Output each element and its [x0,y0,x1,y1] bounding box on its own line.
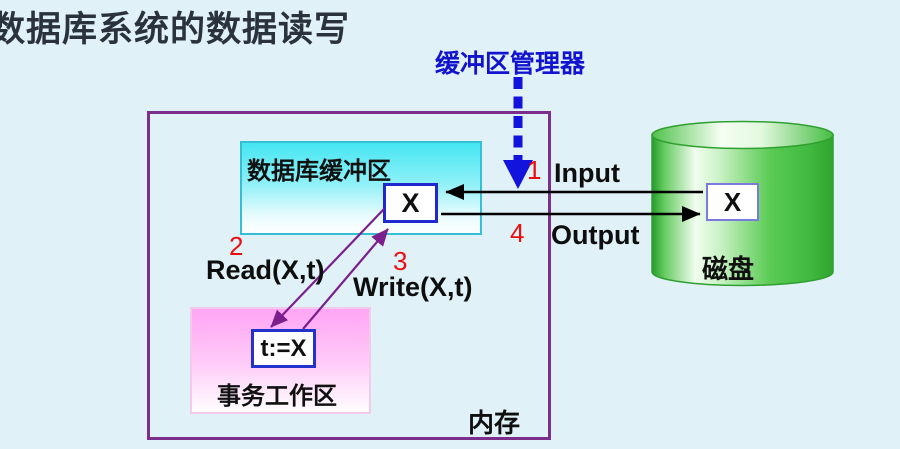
step-number-read: 2 [229,231,244,261]
work-area-t-cell: t:=X [251,329,316,368]
disk-label: 磁盘 [702,254,755,284]
database-buffer-label: 数据库缓冲区 [247,158,391,185]
output-label: Output [551,220,640,250]
memory-label: 内存 [468,408,521,438]
buffer-x-cell: X [383,183,438,223]
buffer-manager-label: 缓冲区管理器 [435,50,586,78]
work-area-label: 事务工作区 [217,383,337,410]
step-number-output: 4 [510,218,525,248]
write-label: Write(X,t) [353,272,473,302]
read-label: Read(X,t) [206,255,325,285]
disk-x-cell: X [706,183,759,221]
disk-top-ellipse [651,120,834,150]
step-number-input: 1 [527,155,542,185]
page-title: 数据库系统的数据读写 [0,10,351,49]
input-label: Input [554,158,620,188]
memory-frame [147,111,551,440]
step-number-write: 3 [393,246,408,276]
